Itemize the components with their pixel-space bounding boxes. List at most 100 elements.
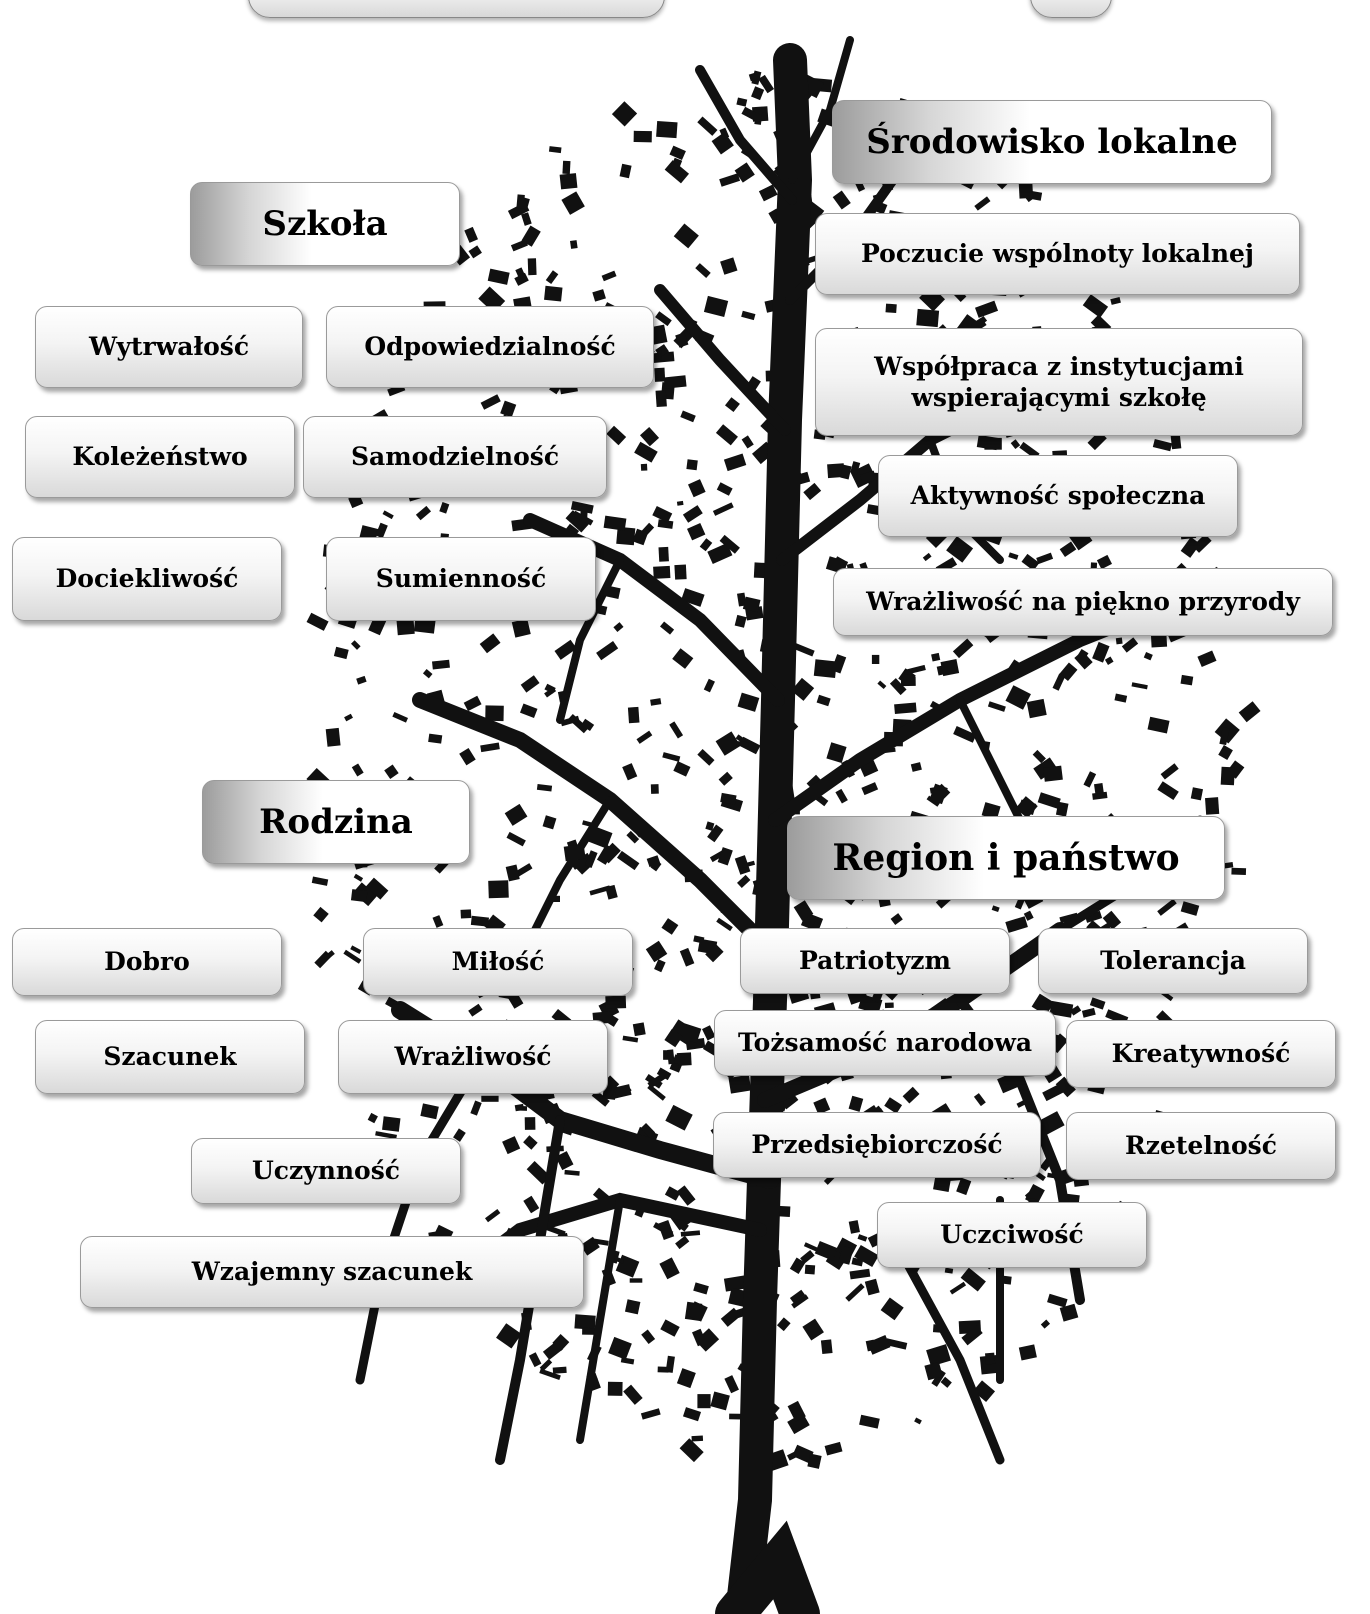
foliage-leaf bbox=[428, 733, 443, 744]
foliage-leaf bbox=[606, 425, 627, 446]
foliage-leaf bbox=[654, 367, 666, 382]
foliage-leaf bbox=[792, 1444, 814, 1464]
foliage-leaf bbox=[889, 678, 907, 696]
foliage-leaf bbox=[940, 1376, 952, 1388]
foliage-leaf bbox=[592, 289, 606, 302]
value-label: Uczciwość bbox=[940, 1220, 1084, 1250]
foliage-leaf bbox=[514, 1103, 525, 1112]
foliage-leaf bbox=[838, 1245, 854, 1265]
foliage-leaf bbox=[816, 694, 831, 707]
foliage-leaf bbox=[650, 860, 662, 872]
foliage-leaf bbox=[1074, 650, 1093, 670]
cut-off-top-box-right bbox=[1030, 0, 1112, 18]
foliage-leaf bbox=[480, 394, 501, 410]
foliage-leaf bbox=[789, 1257, 806, 1274]
value-wzajemny-szacunek: Wzajemny szacunek bbox=[80, 1236, 584, 1308]
foliage-leaf bbox=[716, 917, 733, 932]
foliage-leaf bbox=[359, 525, 379, 541]
foliage-leaf bbox=[1059, 1303, 1079, 1322]
foliage-leaf bbox=[741, 310, 756, 321]
foliage-leaf bbox=[584, 850, 598, 868]
foliage-leaf bbox=[1205, 797, 1220, 815]
foliage-leaf bbox=[864, 1278, 880, 1296]
foliage-leaf bbox=[724, 397, 740, 413]
foliage-leaf bbox=[1157, 781, 1179, 801]
foliage-leaf bbox=[787, 1400, 806, 1422]
foliage-leaf bbox=[812, 921, 821, 930]
foliage-leaf bbox=[1157, 898, 1177, 916]
category-region-i-panstwo: Region i państwo bbox=[787, 816, 1225, 900]
foliage-leaf bbox=[468, 1003, 483, 1017]
foliage-leaf bbox=[1090, 562, 1098, 569]
foliage-leaf bbox=[636, 730, 653, 744]
foliage-leaf bbox=[880, 1297, 904, 1321]
value-label: Wytrwałość bbox=[88, 332, 250, 362]
category-rodzina-label: Rodzina bbox=[259, 801, 413, 842]
foliage-leaf bbox=[485, 1208, 501, 1223]
foliage-leaf bbox=[375, 522, 388, 539]
foliage-leaf bbox=[612, 1255, 625, 1264]
foliage-leaf bbox=[515, 267, 526, 280]
foliage-leaf bbox=[1231, 867, 1247, 876]
foliage-leaf bbox=[536, 784, 553, 792]
foliage-leaf bbox=[871, 654, 880, 664]
foliage-leaf bbox=[686, 459, 698, 471]
foliage-leaf bbox=[824, 1441, 843, 1456]
foliage-leaf bbox=[1094, 783, 1104, 794]
foliage-leaf bbox=[751, 86, 765, 101]
foliage-leaf bbox=[940, 659, 960, 677]
foliage-leaf bbox=[707, 542, 733, 565]
foliage-leaf bbox=[622, 1035, 639, 1043]
foliage-leaf bbox=[596, 641, 619, 661]
foliage-leaf bbox=[570, 240, 578, 249]
foliage-leaf bbox=[453, 1128, 466, 1142]
foliage-leaf bbox=[1102, 910, 1122, 930]
value-uczciwosc: Uczciwość bbox=[877, 1202, 1147, 1268]
value-sumiennosc: Sumienność bbox=[326, 537, 596, 621]
foliage-leaf bbox=[652, 351, 675, 363]
foliage-leaf bbox=[736, 741, 749, 747]
foliage-leaf bbox=[1143, 652, 1153, 661]
foliage-leaf bbox=[737, 874, 751, 889]
foliage-leaf bbox=[827, 463, 845, 479]
foliage-leaf bbox=[647, 1072, 668, 1089]
value-patriotyzm: Patriotyzm bbox=[740, 928, 1010, 994]
category-szkola-label: Szkoła bbox=[262, 203, 388, 244]
foliage-leaf bbox=[647, 1084, 666, 1101]
foliage-leaf bbox=[325, 727, 341, 747]
foliage-leaf bbox=[1039, 1111, 1065, 1135]
foliage-leaf bbox=[564, 1169, 580, 1176]
foliage-leaf bbox=[1081, 1007, 1096, 1018]
foliage-leaf bbox=[787, 1449, 801, 1461]
foliage-leaf bbox=[929, 783, 948, 805]
value-przedsiebiorczosc: Przedsiębiorczość bbox=[713, 1112, 1041, 1178]
foliage-leaf bbox=[1180, 901, 1200, 916]
foliage-leaf bbox=[439, 502, 450, 514]
foliage-leaf bbox=[884, 1097, 903, 1114]
foliage-leaf bbox=[1170, 432, 1182, 450]
foliage-leaf bbox=[611, 101, 638, 127]
foliage-leaf bbox=[343, 949, 362, 964]
foliage-leaf bbox=[365, 877, 389, 900]
foliage-leaf bbox=[697, 116, 718, 136]
foliage-leaf bbox=[679, 1438, 704, 1463]
value-label: Przedsiębiorczość bbox=[751, 1130, 1003, 1160]
foliage-leaf bbox=[663, 375, 687, 389]
foliage-leaf bbox=[800, 1250, 815, 1264]
foliage-leaf bbox=[511, 618, 531, 638]
foliage-leaf bbox=[884, 1002, 894, 1009]
foliage-leaf bbox=[1021, 553, 1040, 571]
value-wytrwalosc: Wytrwałość bbox=[35, 306, 303, 388]
foliage-leaf bbox=[640, 1408, 661, 1420]
foliage-leaf bbox=[688, 479, 706, 498]
value-szacunek: Szacunek bbox=[35, 1020, 305, 1094]
foliage-leaf bbox=[542, 1340, 564, 1360]
foliage-leaf bbox=[488, 880, 509, 899]
value-samodzielnosc: Samodzielność bbox=[303, 416, 607, 498]
foliage-leaf bbox=[655, 344, 670, 358]
foliage-leaf bbox=[719, 127, 730, 140]
foliage-leaf bbox=[460, 909, 472, 919]
foliage-leaf bbox=[682, 505, 703, 523]
foliage-leaf bbox=[719, 173, 741, 187]
value-label: Kreatywność bbox=[1111, 1039, 1291, 1069]
